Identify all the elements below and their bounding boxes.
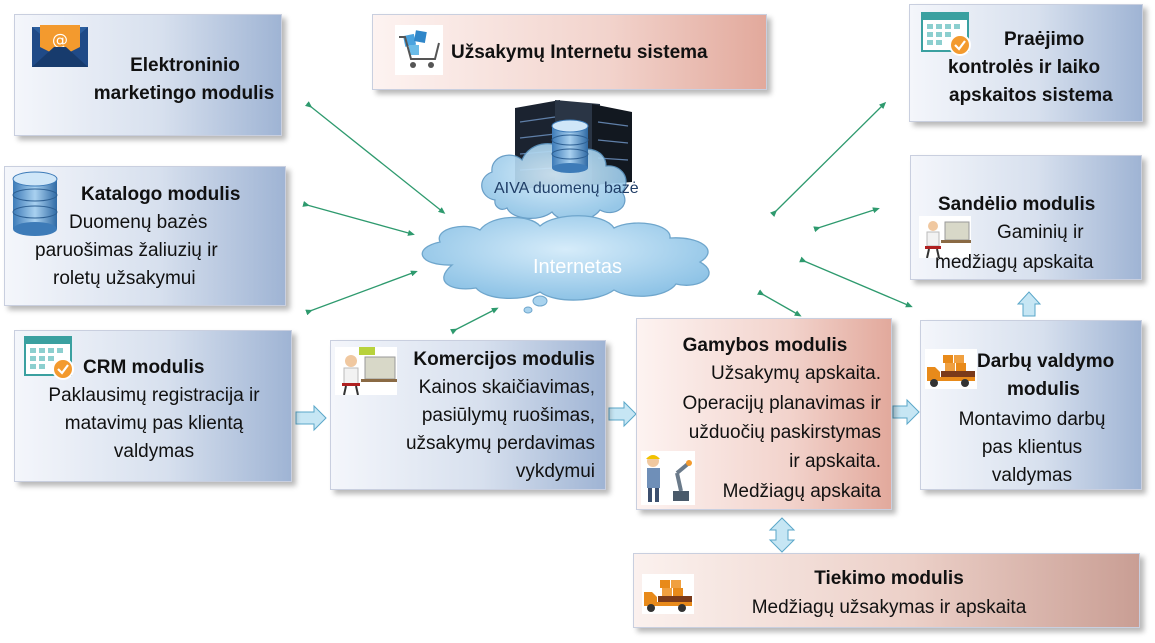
works-line-3: valdymas: [991, 465, 1073, 486]
email-icon: @: [32, 25, 88, 67]
works-title-2: modulis: [1007, 379, 1080, 400]
supply-line-1: Medžiagų užsakymas ir apskaita: [751, 597, 1027, 618]
access-line-1: Praėjimo: [1004, 29, 1085, 50]
warehouse-title: Sandėlio modulis: [938, 194, 1096, 215]
catalog-title: Katalogo modulis: [81, 184, 241, 205]
connector-catalog: [302, 201, 415, 236]
delivery-truck-icon: [925, 349, 977, 389]
delivery-truck-icon: [642, 574, 694, 614]
commerce-module-box: Komercijos modulis Kainos skaičiavimas, …: [330, 340, 606, 490]
marketing-module-box: @ Elektroninio marketingo modulis: [14, 14, 282, 136]
office-worker-icon: [919, 216, 971, 258]
shopping-cart-icon: [395, 25, 443, 75]
production-line-5: Medžiagų apskaita: [722, 481, 881, 502]
warehouse-module-box: Sandėlio modulis Gaminių ir medžiagų aps…: [910, 155, 1142, 280]
factory-worker-robot-icon: [641, 451, 695, 505]
crm-line-1: Paklausimų registracija ir: [48, 385, 260, 406]
database-icon: [12, 171, 58, 236]
cloud-icon: [481, 143, 627, 222]
connector-commerce: [450, 307, 499, 335]
database-label: AIVA duomenų bazė: [494, 180, 639, 197]
commerce-line-4: vykdymui: [515, 461, 595, 482]
internet-cloud: [421, 215, 710, 314]
flow-arrow-commerce-production: [608, 400, 637, 428]
flow-arrow-works-warehouse: [1016, 291, 1042, 317]
connector-catalog-low: [305, 270, 418, 316]
calendar-check-icon: [24, 336, 74, 380]
works-line-2: pas klientus: [981, 437, 1083, 458]
calendar-check-icon: [921, 12, 971, 56]
supply-module-box: Tiekimo modulis Medžiagų užsakymas ir ap…: [633, 553, 1140, 628]
commerce-line-1: Kainos skaičiavimas,: [418, 377, 595, 398]
production-module-box: Gamybos modulis Užsakymų apskaita. Opera…: [636, 318, 892, 510]
eshop-system-box: Užsakymų Internetu sistema: [372, 14, 767, 90]
production-line-3: užduočių paskirstymas: [688, 422, 881, 443]
database-center-icon: [551, 119, 589, 173]
catalog-line-2: paruošimas žaliuzių ir: [35, 240, 218, 261]
office-worker-icon: [335, 347, 397, 395]
connector-production: [757, 289, 802, 317]
works-title-1: Darbų valdymo: [977, 351, 1115, 372]
marketing-title-1: Elektroninio: [130, 55, 240, 76]
warehouse-line-1: Gaminių ir: [997, 222, 1084, 243]
crm-line-3: valdymas: [113, 441, 195, 462]
connector-marketing: [305, 101, 446, 214]
flow-arrow-crm-commerce: [295, 404, 327, 432]
supply-title: Tiekimo modulis: [814, 568, 964, 589]
marketing-title-2: marketingo modulis: [93, 83, 275, 104]
eshop-title: Užsakymų Internetu sistema: [451, 42, 708, 63]
crm-module-box: CRM modulis Paklausimų registracija ir m…: [14, 330, 292, 482]
works-line-1: Montavimo darbų: [958, 409, 1106, 430]
access-line-3: apskaitos sistema: [949, 85, 1113, 106]
catalog-line-1: Duomenų bazės: [69, 212, 208, 233]
commerce-line-3: užsakymų perdavimas: [405, 433, 595, 454]
production-line-1: Užsakymų apskaita.: [710, 363, 881, 384]
connector-works: [799, 256, 913, 308]
commerce-title: Komercijos modulis: [413, 349, 595, 370]
production-title: Gamybos modulis: [682, 335, 848, 356]
production-line-2: Operacijų planavimas ir: [682, 393, 881, 414]
access-line-2: kontrolės ir laiko: [948, 57, 1101, 78]
crm-line-2: matavimų pas klientą: [64, 413, 244, 434]
commerce-line-2: pasiūlymų ruošimas,: [421, 405, 595, 426]
connector-warehouse: [813, 207, 880, 233]
catalog-module-box: Katalogo modulis Duomenų bazės paruošima…: [4, 166, 286, 306]
svg-text:@: @: [52, 30, 68, 49]
internet-label: Internetas: [533, 256, 622, 278]
crm-title: CRM modulis: [83, 357, 205, 378]
flow-arrow-production-works: [892, 398, 920, 426]
catalog-line-3: roletų užsakymui: [53, 268, 196, 289]
flow-arrow-production-supply: [768, 517, 796, 553]
connector-access: [770, 101, 887, 217]
production-line-4: ir apskaita.: [789, 451, 881, 472]
access-control-box: Praėjimo kontrolės ir laiko apskaitos si…: [909, 4, 1143, 122]
works-module-box: Darbų valdymo modulis Montavimo darbų pa…: [920, 320, 1142, 490]
warehouse-line-2: medžiagų apskaita: [935, 252, 1094, 273]
